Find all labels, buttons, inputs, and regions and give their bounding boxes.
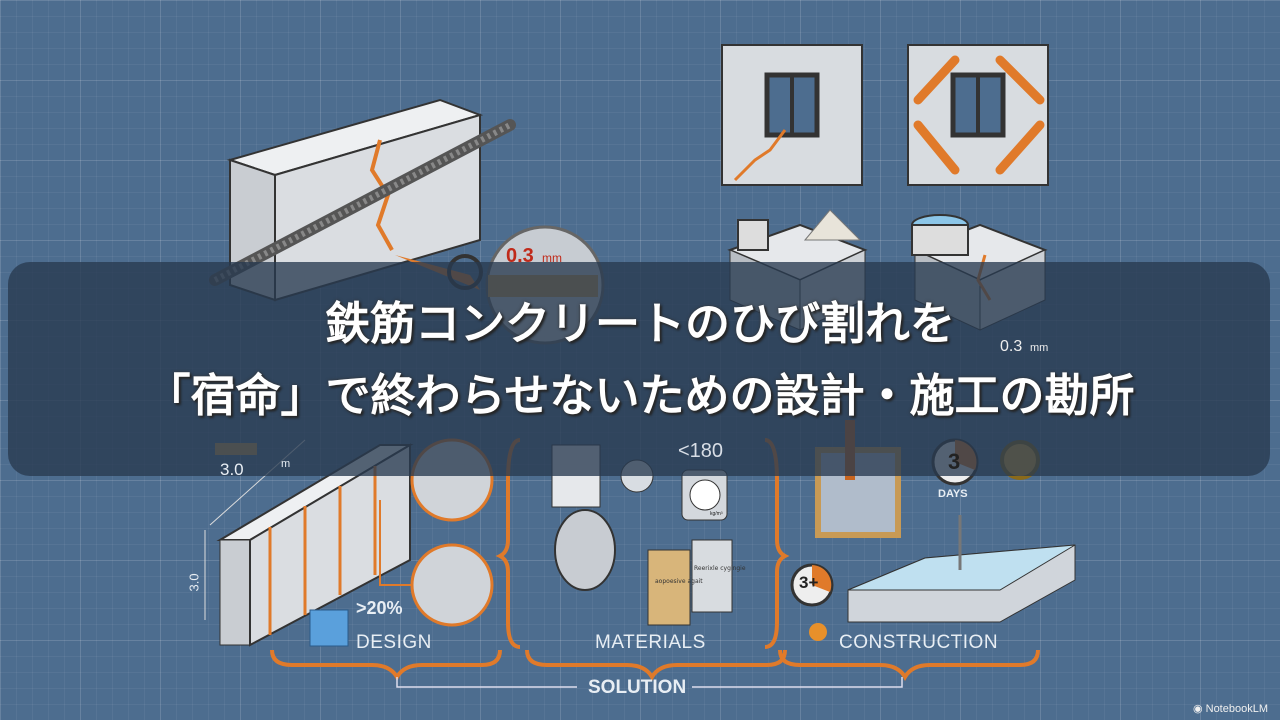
ratio-label: >20% xyxy=(356,598,403,618)
category-design: DESIGN xyxy=(356,632,432,653)
cracked-beam-illustration xyxy=(209,98,516,302)
wall-length-value: 3.0 xyxy=(220,460,244,479)
curing-days-number: 3 xyxy=(948,449,961,474)
curing-timer-label: 3+ xyxy=(799,573,819,592)
crack-width-right-unit: mm xyxy=(1030,342,1049,354)
brand-label: NotebookLM xyxy=(1205,703,1268,715)
bag2-label: Reerixle cygingie xyxy=(694,565,746,572)
category-materials: MATERIALS xyxy=(595,632,706,653)
crack-width-label: 0.3 xyxy=(506,245,534,267)
curing-days-label: DAYS xyxy=(938,488,968,500)
crack-width-right: 0.3 xyxy=(1000,338,1023,355)
solution-label: SOLUTION xyxy=(588,677,687,698)
materials-illustration xyxy=(551,444,733,626)
category-construction: CONSTRUCTION xyxy=(839,632,999,653)
title-line-1: 鉄筋コンクリートのひび割れを xyxy=(324,297,955,350)
title-overlay-band xyxy=(8,262,1270,476)
bag1-label: aopoesive agait xyxy=(655,578,703,585)
crack-width-unit: mm xyxy=(542,251,562,265)
notebooklm-brand: ◉ NotebookLM xyxy=(1193,702,1268,715)
notebooklm-logo-icon: ◉ xyxy=(1192,703,1206,715)
water-limit-label: <180 xyxy=(678,440,724,462)
title-line-2: 「宿命」で終わらせないための設計・施工の勘所 xyxy=(145,369,1135,422)
wall-length-unit: m xyxy=(281,458,291,470)
scale-unit-label: kg/m³ xyxy=(710,511,723,517)
wall-with-crack-illustration xyxy=(721,44,863,186)
wall-with-reinforcement-illustration xyxy=(907,44,1049,186)
wall-height-value: 3.0 xyxy=(186,573,202,592)
